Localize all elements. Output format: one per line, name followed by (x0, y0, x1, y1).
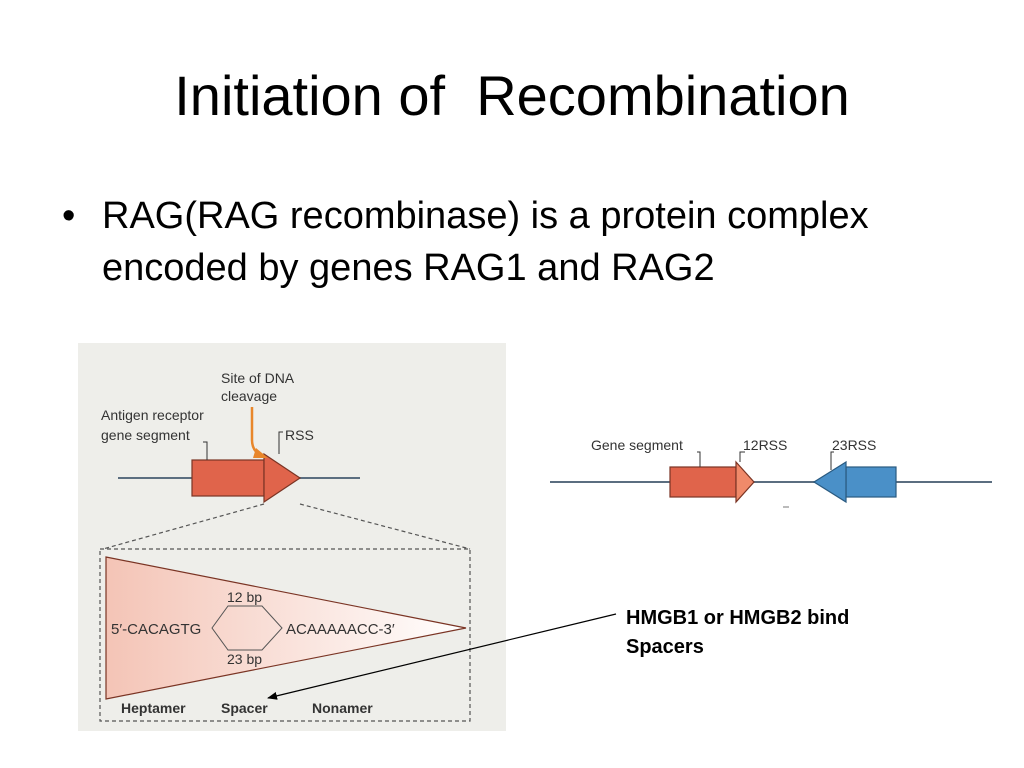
spacer-diamond (211, 605, 283, 651)
annotation-line2: Spacers (626, 636, 704, 658)
slide-title: Initiation of Recombination (174, 64, 850, 127)
annotation-line1: HMGB1 or HMGB2 bind (626, 607, 850, 629)
site-label-line1: Site of DNA (221, 370, 295, 386)
annotation-text: HMGB1 or HMGB2 bind Spacers (626, 604, 926, 662)
right-gene-segment-box (669, 466, 737, 498)
seq-right: ACAAAAACC-3′ (286, 621, 395, 638)
rss23-box (845, 466, 897, 498)
cleavage-arrow-head (253, 448, 268, 458)
rss23-triangle (812, 460, 847, 504)
zoom-line-right (299, 503, 471, 550)
spacer-top-label: 12 bp (227, 589, 262, 605)
segment-label-line1: Antigen receptor (101, 407, 204, 423)
bullet-dot: • (62, 195, 76, 237)
rss-triangle (263, 452, 302, 504)
bullet-text: RAG(RAG recombinase) is a protein comple… (102, 195, 869, 289)
gene-segment-box (191, 459, 265, 497)
rss-leader (278, 431, 283, 454)
spacer-bottom-label: 23 bp (227, 651, 262, 667)
segment-leader (203, 441, 208, 460)
rss12-label: 12RSS (743, 437, 787, 453)
rss12-leader (739, 451, 745, 462)
rss12-triangle (735, 460, 755, 504)
rss-label: RSS (285, 427, 314, 443)
segment-label-line2: gene segment (101, 427, 190, 443)
right-gene-segment-label: Gene segment (591, 437, 683, 453)
spacer-label: Spacer (221, 700, 268, 716)
site-label-line2: cleavage (221, 388, 277, 404)
rss23-label: 23RSS (832, 437, 876, 453)
rss23-leader (830, 451, 834, 470)
annotation-arrow (267, 613, 617, 700)
rss-detail-triangle (105, 556, 467, 700)
right-gene-leader (697, 451, 701, 467)
seq-left: 5′-CACAGTG (111, 621, 201, 638)
zoom-box (99, 548, 471, 722)
heptamer-label: Heptamer (121, 700, 186, 716)
nonamer-label: Nonamer (312, 700, 373, 716)
